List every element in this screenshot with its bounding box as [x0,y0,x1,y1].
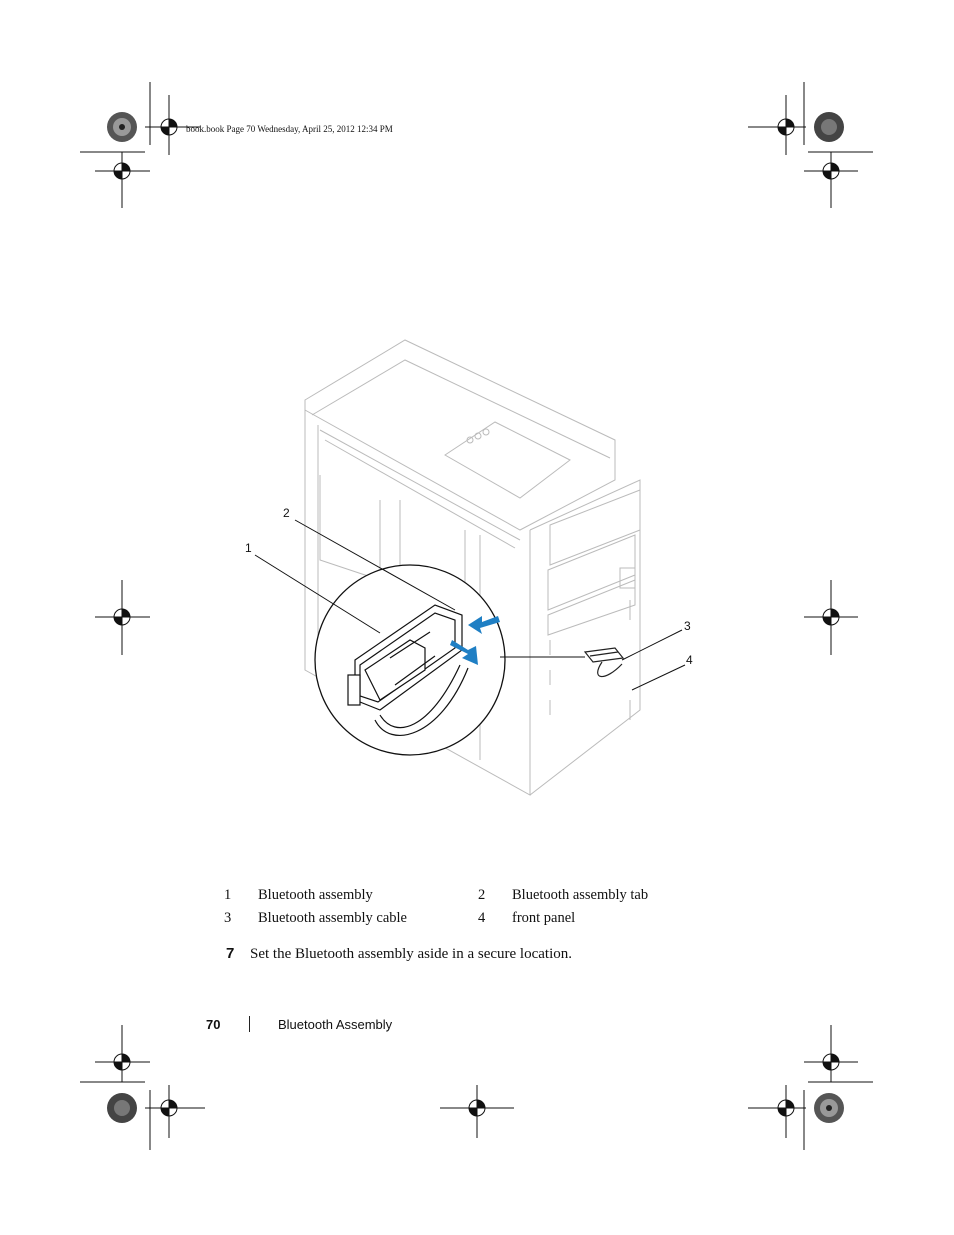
legend-number: 4 [478,910,486,926]
legend-number: 3 [224,910,232,926]
callout-2: 2 [283,506,290,520]
legend-label: Bluetooth assembly [258,887,373,903]
callout-3: 3 [684,619,691,633]
page-number: 70 [206,1017,221,1032]
legend-row: 1 Bluetooth assembly 2 Bluetooth assembl… [220,884,728,907]
legend-row: 3 Bluetooth assembly cable 4 front panel [220,907,728,930]
legend-label: Bluetooth assembly cable [258,910,407,926]
legend-number: 2 [478,887,486,903]
footer-section-title: Bluetooth Assembly [278,1017,393,1032]
step-instruction: 7 Set the Bluetooth assembly aside in a s… [226,945,572,963]
bluetooth-removal-figure [254,339,686,796]
footer-divider [249,1016,250,1032]
step-text: Set the Bluetooth assembly aside in a se… [250,946,573,962]
legend-label: Bluetooth assembly tab [512,887,649,903]
legend-number: 1 [224,887,232,903]
callout-4: 4 [686,653,693,667]
step-number: 7 [226,945,235,962]
callout-1: 1 [245,541,252,555]
print-slug: book.book Page 70 Wednesday, April 25, 2… [186,124,393,134]
figure-legend: 1 Bluetooth assembly 2 Bluetooth assembl… [220,884,728,930]
legend-label: front panel [512,910,576,926]
